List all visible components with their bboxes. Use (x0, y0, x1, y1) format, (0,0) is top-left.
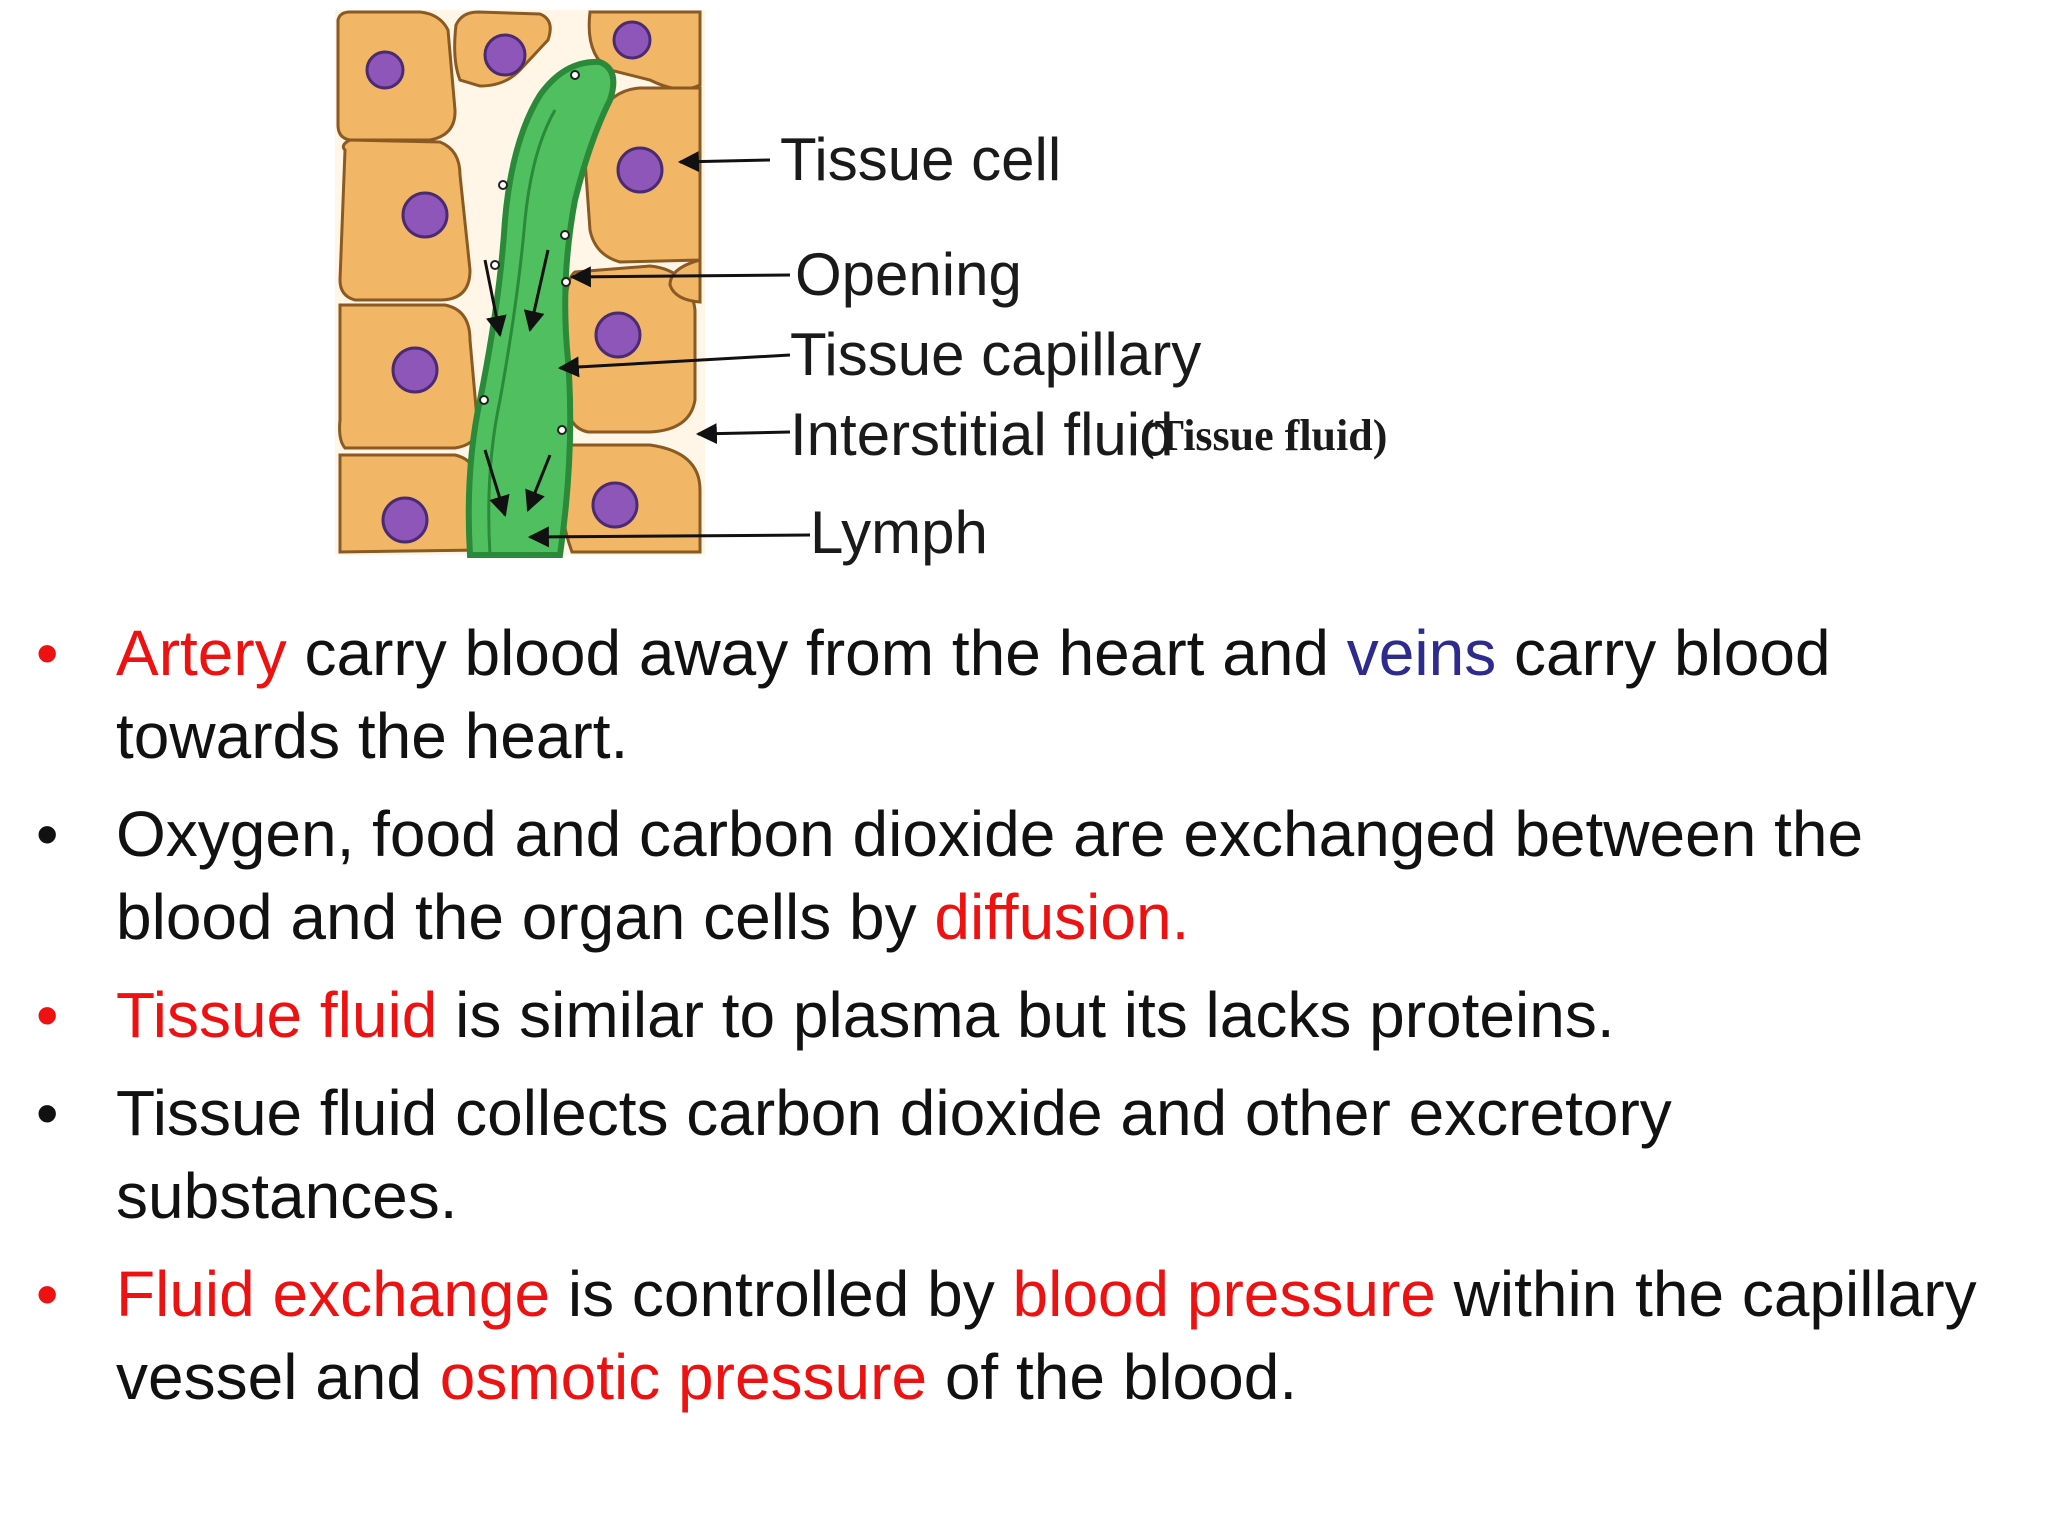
nuclei (365, 20, 664, 544)
label-tissue-fluid-note: (Tissue fluid) (1140, 411, 1387, 460)
bullet-marker: • (36, 1258, 59, 1330)
bullet-item: • Artery carry blood away from the heart … (30, 612, 1990, 778)
label-lymph: Lymph (810, 499, 988, 566)
bullet-item: • Tissue fluid is similar to plasma but i… (30, 974, 1990, 1057)
capillary-openings (479, 70, 580, 435)
bullet-text-segment: carry blood towards the heart. (116, 617, 1831, 772)
bullet-text-segment: Artery (116, 617, 287, 689)
pointer-lines (527, 151, 811, 548)
bullet-text-segment: Fluid exchange (116, 1258, 551, 1330)
capillary-vessel (465, 58, 617, 558)
bullet-text-segment: osmotic pressure (439, 1341, 928, 1413)
bullet-marker: • (36, 1077, 59, 1149)
flow-arrows (483, 249, 552, 518)
bullet-list: • Artery carry blood away from the heart … (30, 612, 1990, 1434)
bullet-item: • Oxygen, food and carbon dioxide are exc… (30, 793, 1990, 959)
bullet-text-segment: is similar to plasma but its lacks prote… (437, 979, 1615, 1051)
bullet-item: • Fluid exchange is controlled by blood p… (30, 1253, 1990, 1419)
bullet-marker: • (36, 979, 59, 1051)
bullet-text-segment: diffusion. (934, 881, 1190, 953)
bullet-text-segment: Tissue fluid (116, 979, 438, 1051)
bullet-text-segment: of the blood. (927, 1341, 1298, 1413)
tissue-capillary-diagram: Tissue cell Opening Tissue capillary Int… (335, 10, 1387, 566)
capillary-inner-wall (487, 109, 557, 556)
bullet-text-segment: is controlled by (550, 1258, 1013, 1330)
bullet-marker: • (36, 798, 59, 870)
bullet-item: • Tissue fluid collects carbon dioxide an… (30, 1072, 1990, 1238)
label-tissue-cell: Tissue cell (780, 126, 1061, 193)
bullet-marker: • (36, 617, 59, 689)
label-tissue-capillary: Tissue capillary (790, 321, 1201, 388)
label-interstitial-fluid: Interstitial fluid (790, 401, 1174, 468)
bullet-text-segment: veins (1346, 617, 1497, 689)
bullet-text-segment: Tissue fluid collects carbon dioxide and… (116, 1077, 1672, 1232)
label-opening: Opening (795, 241, 1022, 308)
bullet-text-segment: Oxygen, food and carbon dioxide are exch… (116, 798, 1864, 953)
bullet-text-segment: blood pressure (1012, 1258, 1436, 1330)
bullet-text-segment: carry blood away from the heart and (286, 617, 1347, 689)
bullet-text-segment: within the capillary vessel and (116, 1258, 1977, 1413)
